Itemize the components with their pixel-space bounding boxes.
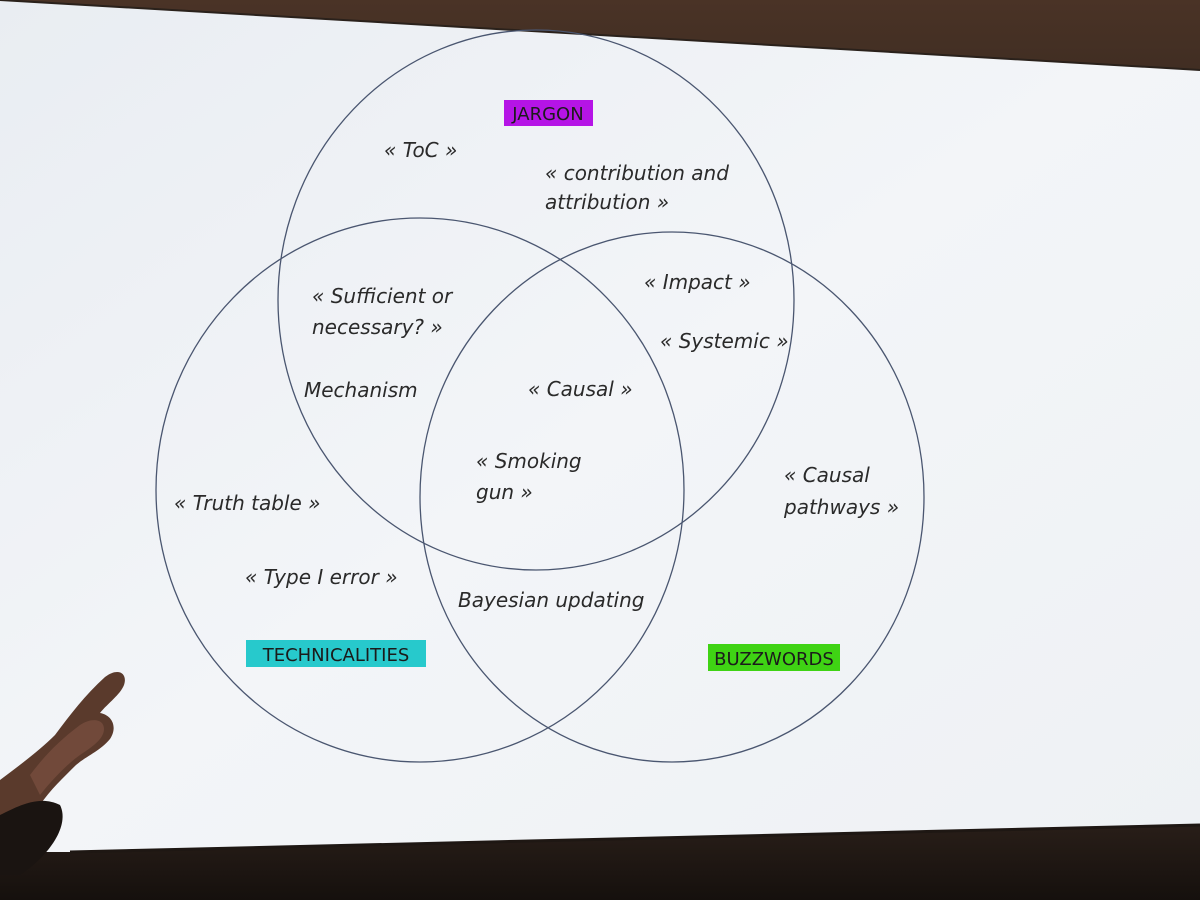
term-sufficient-line2: necessary? »: [312, 315, 443, 339]
technicalities-tag: TECHNICALITIES: [262, 645, 410, 666]
term-smoking-line2: gun »: [476, 480, 533, 504]
term-systemic: « Systemic »: [660, 329, 789, 353]
term-truth-table: « Truth table »: [174, 491, 321, 515]
projection-screen: [0, 0, 1200, 852]
term-contribution-line2: attribution »: [545, 190, 669, 214]
buzzwords-tag: BUZZWORDS: [714, 649, 834, 670]
term-causal: « Causal »: [528, 377, 633, 401]
technicalities-circle: [155, 217, 685, 763]
term-toc: « ToC »: [384, 138, 457, 162]
term-causal-pathways-line2: pathways »: [783, 495, 899, 519]
term-type-error: « Type I error »: [245, 565, 398, 589]
buzzwords-circle: [419, 231, 925, 763]
buzzwords-tag-bg: [708, 644, 840, 671]
technicalities-tag-bg: [246, 640, 426, 667]
jargon-circle: [277, 29, 795, 571]
jargon-tag-bg: [504, 100, 593, 126]
presenter-hand: [0, 671, 125, 875]
term-contribution-line1: « contribution and: [545, 161, 729, 185]
term-smoking-line1: « Smoking: [476, 449, 582, 473]
screen-top-edge: [0, 0, 1200, 71]
term-sufficient-line1: « Sufficient or: [312, 284, 454, 308]
term-impact: « Impact »: [644, 270, 751, 294]
term-causal-pathways-line1: « Causal: [784, 463, 870, 487]
screen-bottom-edge: [69, 823, 1200, 854]
term-mechanism: Mechanism: [304, 378, 418, 402]
jargon-tag: JARGON: [511, 104, 583, 125]
term-bayesian: Bayesian updating: [458, 588, 644, 612]
